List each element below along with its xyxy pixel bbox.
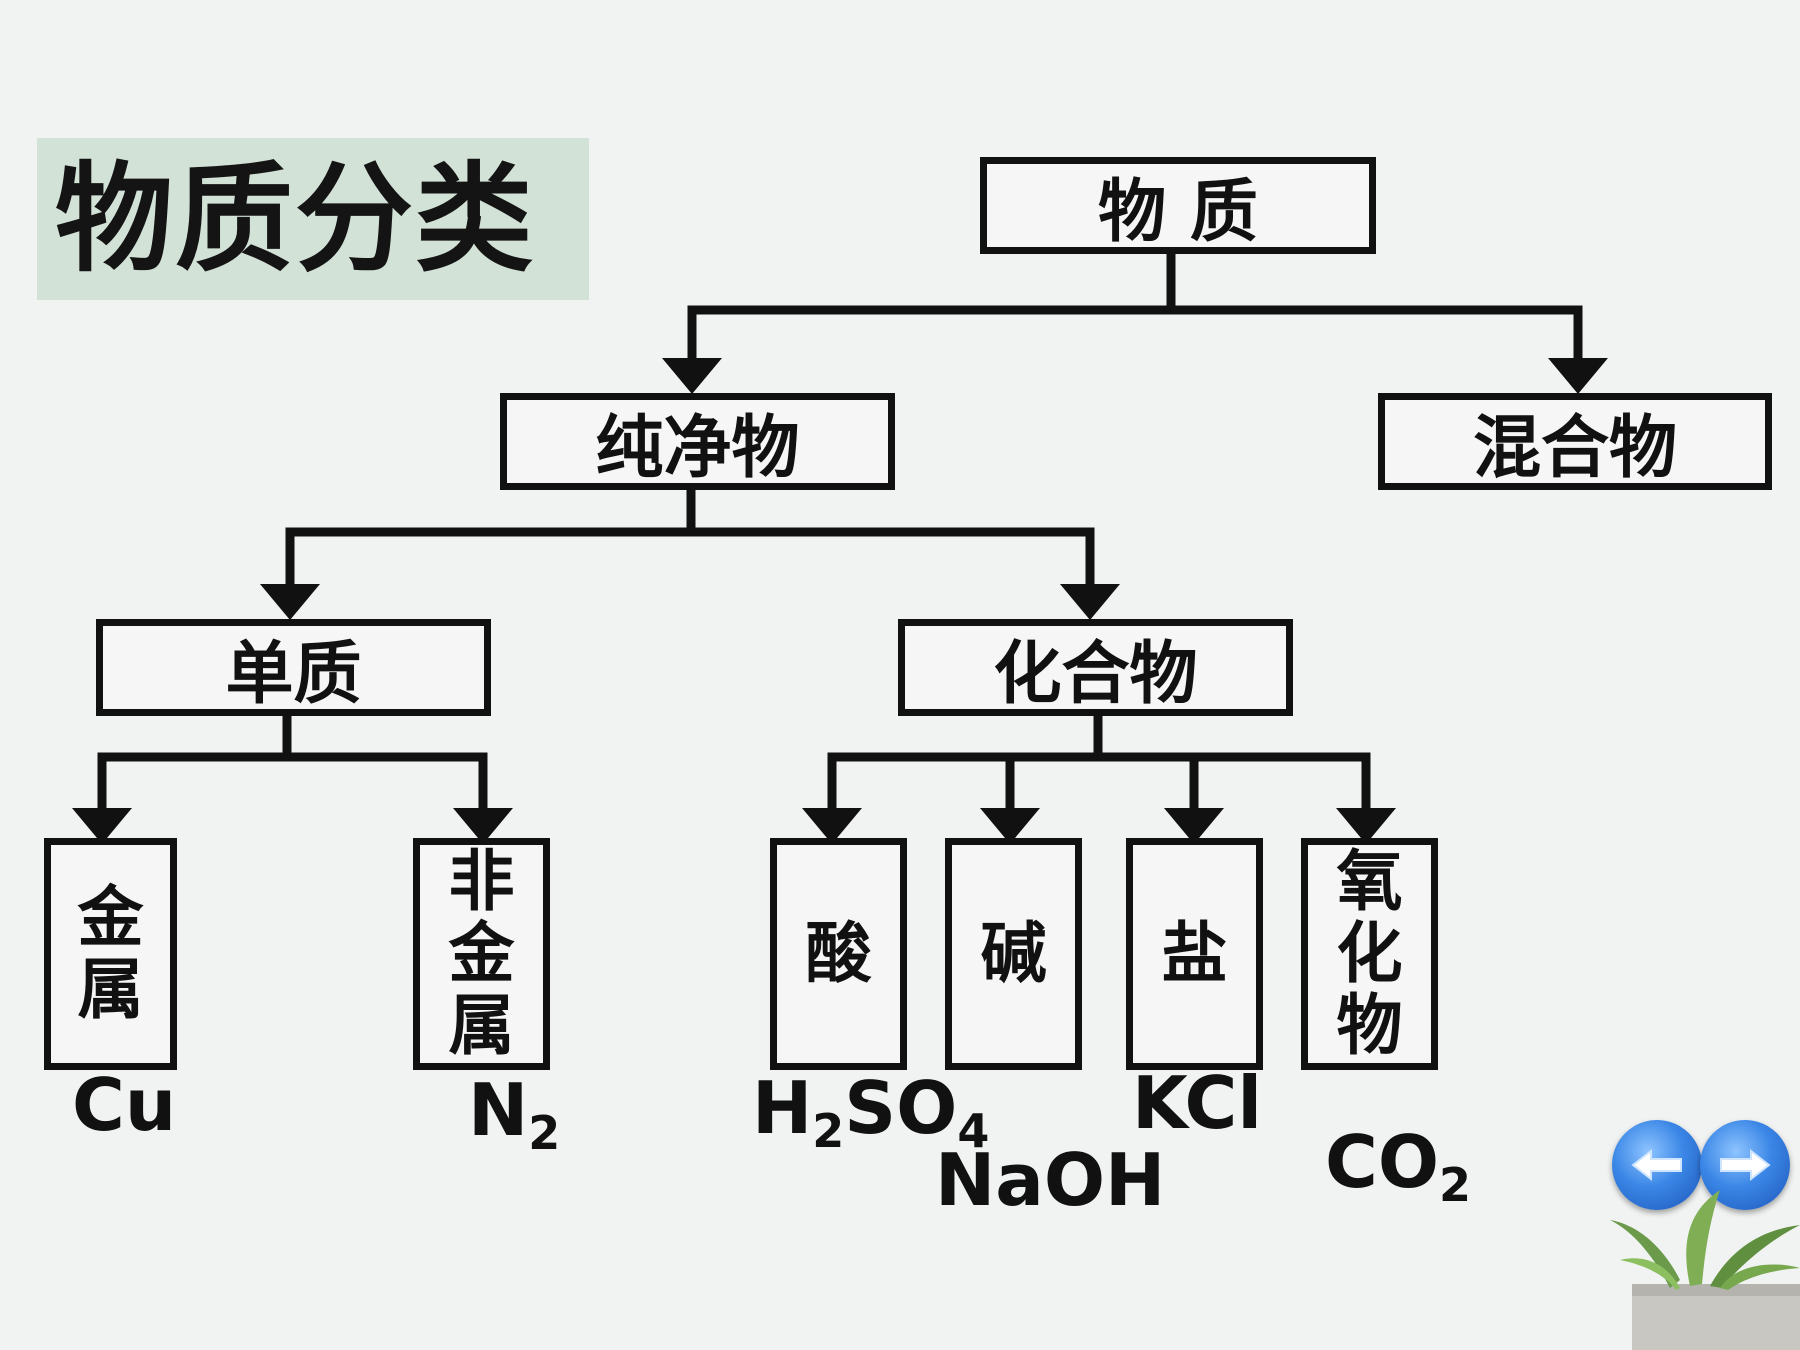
node-mixture: 混合物 bbox=[1378, 393, 1772, 490]
node-pure-substance-label: 纯净物 bbox=[595, 409, 800, 488]
example-acid: H2SO4 bbox=[752, 1066, 990, 1158]
node-oxide-char-1: 氧 bbox=[1336, 843, 1403, 920]
example-metal: Cu bbox=[72, 1063, 177, 1147]
example-salt: KCl bbox=[1132, 1061, 1263, 1145]
node-mixture-label: 混合物 bbox=[1472, 409, 1677, 488]
node-metal-char-2: 属 bbox=[77, 951, 144, 1028]
node-oxide: 氧 化 物 bbox=[1301, 838, 1438, 1070]
node-metal: 金 属 bbox=[44, 838, 177, 1070]
title-background bbox=[37, 138, 589, 300]
prev-button[interactable] bbox=[1612, 1120, 1702, 1210]
node-matter: 物 质 bbox=[980, 157, 1376, 254]
page-title: 物质分类 bbox=[55, 150, 536, 288]
arrowheads bbox=[72, 358, 1608, 844]
node-nonmetal: 非 金 属 bbox=[413, 838, 550, 1070]
node-element-label: 单质 bbox=[225, 635, 362, 714]
plant-decoration-icon bbox=[1610, 1190, 1800, 1350]
node-oxide-char-3: 物 bbox=[1336, 987, 1403, 1064]
node-nonmetal-char-2: 金 bbox=[448, 915, 515, 992]
node-metal-char-1: 金 bbox=[77, 879, 144, 956]
node-acid: 酸 bbox=[770, 838, 907, 1070]
node-salt: 盐 bbox=[1126, 838, 1263, 1070]
example-oxide: CO2 bbox=[1325, 1120, 1472, 1212]
node-base: 碱 bbox=[945, 838, 1082, 1070]
node-nonmetal-char-3: 属 bbox=[448, 987, 515, 1064]
node-compound: 化合物 bbox=[898, 619, 1293, 716]
node-nonmetal-char-1: 非 bbox=[448, 843, 515, 920]
node-element: 单质 bbox=[96, 619, 491, 716]
node-pure-substance: 纯净物 bbox=[500, 393, 895, 490]
node-compound-label: 化合物 bbox=[993, 635, 1198, 714]
right-arrow-icon bbox=[1720, 1148, 1771, 1182]
example-base: NaOH bbox=[935, 1138, 1166, 1222]
node-salt-label: 盐 bbox=[1161, 915, 1228, 992]
node-matter-label: 物 质 bbox=[1098, 173, 1258, 252]
node-acid-label: 酸 bbox=[805, 915, 872, 992]
example-nonmetal: N2 bbox=[468, 1068, 561, 1160]
node-base-label: 碱 bbox=[980, 915, 1047, 992]
node-oxide-char-2: 化 bbox=[1336, 915, 1403, 992]
left-arrow-icon bbox=[1631, 1148, 1682, 1182]
